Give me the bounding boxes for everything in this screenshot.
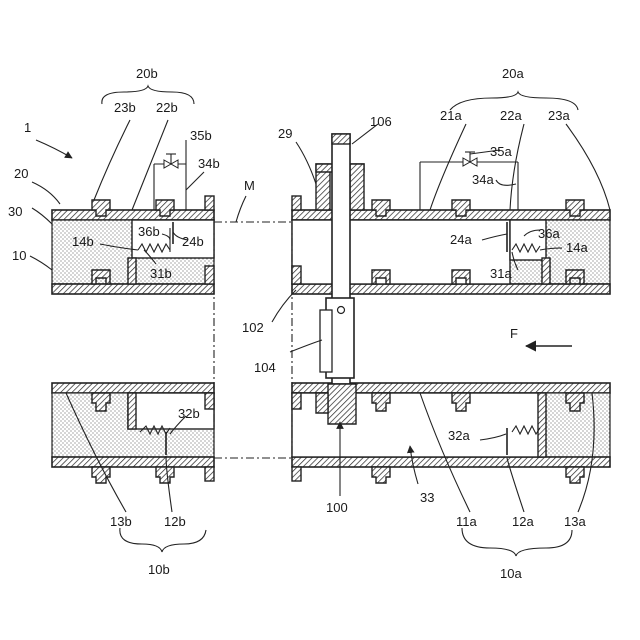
label-31a: 31a bbox=[490, 266, 512, 281]
inner-tube-upper-left bbox=[52, 284, 214, 294]
chamber-lower-left bbox=[128, 393, 214, 429]
label-21a: 21a bbox=[440, 108, 462, 123]
label-36b: 36b bbox=[138, 224, 160, 239]
label-12b: 12b bbox=[164, 514, 186, 529]
label-102: 102 bbox=[242, 320, 264, 335]
label-10b: 10b bbox=[148, 562, 170, 577]
label-34a: 34a bbox=[472, 172, 494, 187]
label-1: 1 bbox=[24, 120, 31, 135]
label-32b: 32b bbox=[178, 406, 200, 421]
label-35a: 35a bbox=[490, 144, 512, 159]
label-106: 106 bbox=[370, 114, 392, 129]
label-24a: 24a bbox=[450, 232, 472, 247]
label-23a: 23a bbox=[548, 108, 570, 123]
label-30: 30 bbox=[8, 204, 22, 219]
label-20b: 20b bbox=[136, 66, 158, 81]
label-13b: 13b bbox=[110, 514, 132, 529]
label-11a: 11a bbox=[456, 514, 477, 529]
label-34b: 34b bbox=[198, 156, 220, 171]
label-35b: 35b bbox=[190, 128, 212, 143]
label-13a: 13a bbox=[564, 514, 586, 529]
label-29: 29 bbox=[278, 126, 292, 141]
label-10: 10 bbox=[12, 248, 26, 263]
label-23b: 23b bbox=[114, 100, 136, 115]
inner-tube-lower-left bbox=[52, 383, 214, 393]
label-104: 104 bbox=[254, 360, 276, 375]
label-14b: 14b bbox=[72, 234, 94, 249]
label-F: F bbox=[510, 326, 518, 341]
reference-labels: 1 20 30 10 20b 23b 22b 35b 34b 14b 36b 2… bbox=[8, 66, 588, 581]
label-20: 20 bbox=[14, 166, 28, 181]
label-100: 100 bbox=[326, 500, 348, 515]
label-M: M bbox=[244, 178, 255, 193]
left-section bbox=[52, 154, 214, 483]
chamber-upper-right bbox=[292, 220, 510, 284]
label-31b: 31b bbox=[150, 266, 172, 281]
separation-region-M bbox=[214, 222, 292, 458]
label-14a: 14a bbox=[566, 240, 588, 255]
label-33: 33 bbox=[420, 490, 434, 505]
label-20a: 20a bbox=[502, 66, 524, 81]
outer-tube-lower-left bbox=[52, 457, 214, 467]
label-22a: 22a bbox=[500, 108, 522, 123]
label-22b: 22b bbox=[156, 100, 178, 115]
label-24b: 24b bbox=[182, 234, 204, 249]
label-32a: 32a bbox=[448, 428, 470, 443]
label-10a: 10a bbox=[500, 566, 522, 581]
outer-tube-upper-left bbox=[52, 210, 214, 220]
label-36a: 36a bbox=[538, 226, 560, 241]
label-12a: 12a bbox=[512, 514, 534, 529]
